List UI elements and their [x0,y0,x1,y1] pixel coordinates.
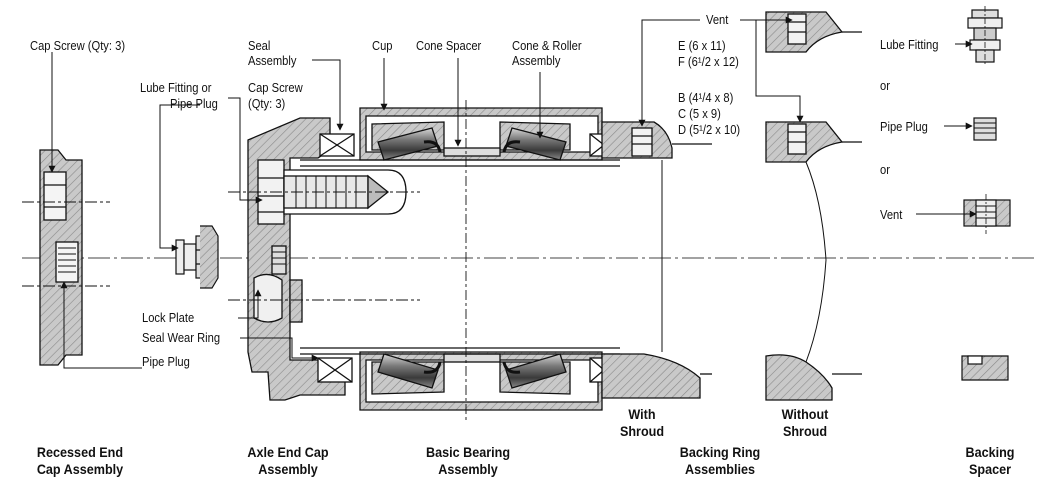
caption-backing-ring-line1: Backing Ring [679,444,761,460]
label-cup: Cup [372,38,393,53]
leader-lines [48,16,977,369]
label-cap-screw-qty3: Cap Screw (Qty: 3) [30,38,126,53]
label-vent-top: Vent [706,12,729,27]
caption-basic-line2: Assembly [438,461,498,477]
label-vent-right: Vent [880,207,903,222]
caption-without-shroud-line2: Shroud [782,423,828,439]
label-pipe-plug: Pipe Plug [142,354,190,369]
label-pipe-plug-right: Pipe Plug [880,119,928,134]
caption-axle-line2: Assembly [258,461,318,477]
label-seal-wear-ring: Seal Wear Ring [142,330,221,345]
label-cone-roller-line2: Assembly [512,53,561,68]
label-or-1: or [880,78,890,93]
recessed-end-cap-drawing [22,149,110,366]
backing-ring-with-shroud-drawing [601,121,712,399]
label-lube-fitting-or-line1: Lube Fitting or [140,80,212,95]
lube-fitting-small-drawing [175,225,219,289]
caption-basic-line1: Basic Bearing [425,444,511,460]
label-lube-fitting: Lube Fitting [880,37,939,52]
label-cone-roller-line1: Cone & Roller [512,38,582,53]
caption-with-shroud-line1: With [628,406,656,422]
label-lube-fitting-or-line2: Pipe Plug [170,96,218,111]
caption-without-shroud-line1: Without [781,406,829,422]
caption-backing-spacer-line1: Backing [965,444,1015,460]
basic-bearing-drawing [300,100,620,420]
caption-with-shroud-line2: Shroud [619,423,665,439]
caption-recessed-line1: Recessed End [36,444,124,460]
label-cap-screw2-line1: Cap Screw [248,80,303,95]
label-cone-spacer: Cone Spacer [416,38,482,53]
caption-axle-line1: Axle End Cap [247,444,329,460]
label-size-e: E (6 x 11) [678,38,726,53]
caption-backing-ring-line2: Assemblies [684,461,756,477]
right-column-parts-drawing [961,6,1011,381]
backing-ring-without-shroud-drawing [765,11,862,401]
label-or-2: or [880,162,890,177]
label-size-f: F (6¹/2 x 12) [678,54,739,69]
label-size-d: D (5¹/2 x 10) [678,122,741,137]
axle-end-cap-drawing [228,117,420,401]
label-lock-plate: Lock Plate [142,310,195,325]
label-cap-screw2-line2: (Qty: 3) [248,96,286,111]
caption-recessed-line2: Cap Assembly [36,461,124,477]
label-seal-assembly-line1: Seal [248,38,271,53]
caption-backing-spacer-line2: Spacer [968,461,1012,477]
label-size-c: C (5 x 9) [678,106,721,121]
label-seal-assembly-line2: Assembly [248,53,297,68]
label-size-b: B (4¹/4 x 8) [678,90,734,105]
